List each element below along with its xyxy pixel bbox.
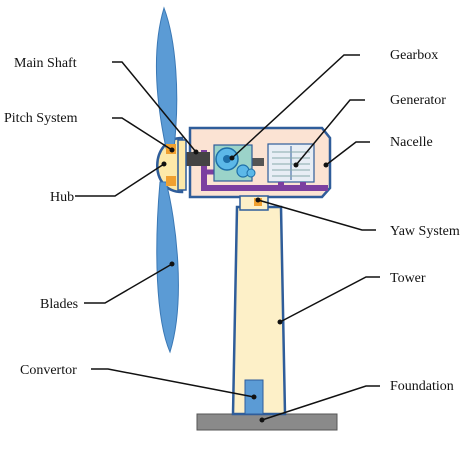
- blade-upper: [155, 6, 178, 149]
- leader-yaw-system-dot: [255, 197, 261, 203]
- leader-blades-dot: [169, 261, 175, 267]
- gear-small-2-icon: [246, 168, 256, 178]
- label-convertor: Convertor: [20, 363, 77, 378]
- generator-support: [300, 182, 306, 188]
- label-generator: Generator: [390, 93, 446, 108]
- leader-hub-dot: [161, 161, 167, 167]
- shaft-coupling: [246, 158, 264, 166]
- label-hub: Hub: [50, 190, 74, 205]
- label-blades: Blades: [40, 297, 78, 312]
- leader-generator: [295, 99, 365, 166]
- foundation-slab: [196, 413, 338, 431]
- leader-tower: [279, 276, 380, 323]
- label-main-shaft: Main Shaft: [14, 56, 77, 71]
- leader-yaw-system: [257, 199, 376, 231]
- gear-large-hub: [223, 155, 231, 163]
- leader-gearbox-dot: [229, 155, 235, 161]
- leader-nacelle: [325, 141, 370, 166]
- label-foundation: Foundation: [390, 379, 454, 394]
- hub-plate: [177, 139, 187, 191]
- leader-main-shaft: [112, 61, 197, 153]
- leader-main-shaft-dot: [193, 149, 199, 155]
- label-gearbox: Gearbox: [390, 48, 438, 63]
- leader-nacelle-dot: [323, 162, 329, 168]
- label-yaw-system: Yaw System: [390, 224, 460, 239]
- leader-hub: [75, 163, 165, 197]
- leader-tower-dot: [277, 319, 283, 325]
- main-shaft-bar: [186, 152, 210, 166]
- leader-generator-dot: [293, 162, 299, 168]
- leader-foundation-dot: [259, 417, 265, 423]
- leader-blades: [84, 263, 173, 304]
- label-pitch-system: Pitch System: [4, 111, 78, 126]
- leader-pitch-system-dot: [169, 147, 175, 153]
- pitch-actuator-lower: [166, 176, 176, 186]
- leader-pitch-system: [112, 117, 173, 151]
- leader-foundation: [261, 385, 380, 421]
- label-nacelle: Nacelle: [390, 135, 433, 150]
- leader-convertor-dot: [251, 394, 257, 400]
- label-tower: Tower: [390, 271, 426, 286]
- leader-convertor: [91, 368, 255, 398]
- generator-support: [278, 182, 284, 188]
- leader-gearbox: [231, 54, 360, 159]
